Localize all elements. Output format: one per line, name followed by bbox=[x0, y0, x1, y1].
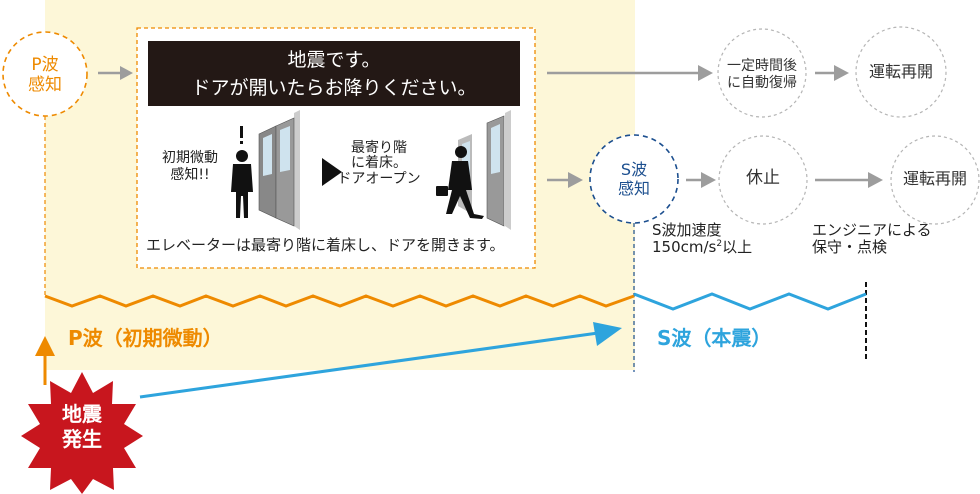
next-step-triangle-icon bbox=[322, 158, 342, 186]
halt-label: 休止 bbox=[746, 168, 780, 188]
resume-circle-1 bbox=[855, 26, 947, 118]
standing-person-icon bbox=[231, 126, 253, 218]
scene-caption: エレベーターは最寄り階に着床し、ドアを開きます。 bbox=[146, 236, 505, 254]
s-wave-threshold-note: S波加速度 150cm/s2以上 bbox=[652, 221, 753, 257]
s-wave-detect-label: S波感知 bbox=[617, 160, 650, 199]
resume-circle-2 bbox=[890, 135, 980, 225]
s-wave-detect-circle bbox=[589, 134, 679, 224]
auto-recover-label: 一定時間後に自動復帰 bbox=[727, 58, 797, 91]
elevator-door-closed-icon bbox=[258, 110, 300, 230]
s-wave-label: S波（本震） bbox=[657, 326, 772, 350]
gray-arrows bbox=[98, 65, 883, 188]
p-wave-zigzag bbox=[44, 294, 635, 308]
initial-detect-label: 初期微動感知!! bbox=[162, 150, 218, 183]
earthquake-starburst bbox=[21, 372, 143, 494]
walking-person-icon bbox=[436, 146, 484, 219]
resume-label-1: 運転再開 bbox=[868, 62, 933, 81]
announcement-banner: 地震です。 ドアが開いたらお降りください。 bbox=[148, 41, 520, 106]
landing-label: 最寄り階に着床。ドアオープン bbox=[337, 140, 421, 187]
s-wave-zigzag bbox=[633, 292, 867, 311]
auto-recover-circle bbox=[717, 28, 807, 118]
p-wave-label: P波（初期微動） bbox=[68, 326, 223, 350]
s-wave-arrow bbox=[139, 331, 599, 399]
earthquake-occurs-label: 地震発生 bbox=[62, 402, 102, 451]
resume-label-2: 運転再開 bbox=[902, 169, 967, 188]
halt-circle bbox=[718, 135, 808, 225]
p-wave-detect-label: P波感知 bbox=[28, 55, 62, 96]
engineer-note: エンジニアによる保守・点検 bbox=[812, 221, 932, 257]
